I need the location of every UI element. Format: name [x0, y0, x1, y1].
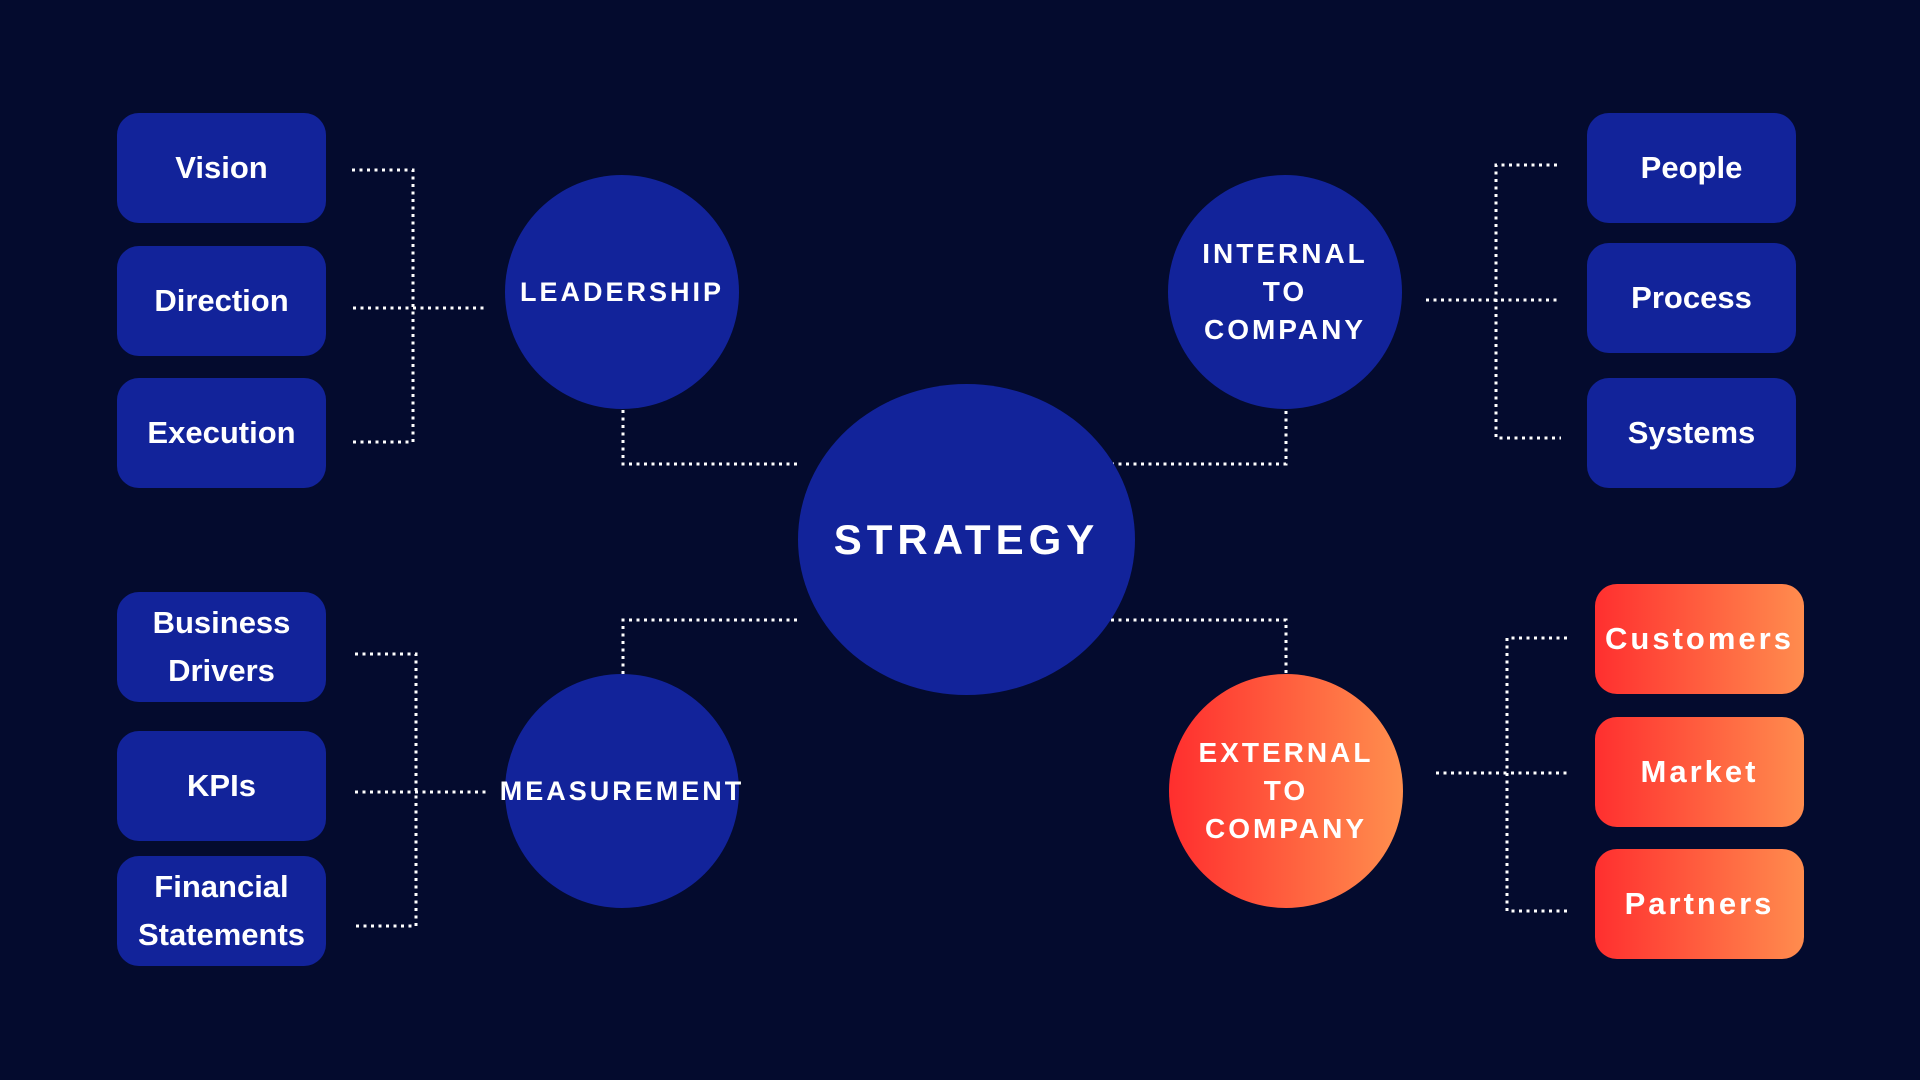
people-box: People: [1587, 113, 1796, 223]
connector-vision: [352, 168, 415, 444]
process-box: Process: [1587, 243, 1796, 353]
external-to-company-node: EXTERNAL TO COMPANY: [1169, 674, 1403, 908]
connector-business-drivers: [355, 652, 418, 928]
connector-strategy-internal: [1111, 372, 1288, 466]
systems-box: Systems: [1587, 378, 1796, 488]
partners-box: Partners: [1595, 849, 1804, 959]
vision-box: Vision: [117, 113, 326, 223]
measurement-node: MEASUREMENT: [500, 674, 741, 908]
connector-strategy-external: [1111, 618, 1288, 705]
direction-box: Direction: [117, 246, 326, 356]
leadership-node: LEADERSHIP: [505, 175, 739, 409]
connector-customers: [1505, 636, 1571, 913]
business-drivers-box: Business Drivers: [117, 592, 326, 702]
market-box: Market: [1595, 717, 1804, 827]
internal-to-company-node: INTERNAL TO COMPANY: [1168, 175, 1402, 409]
financial-statements-box: Financial Statements: [117, 856, 326, 966]
connector-people: [1494, 163, 1561, 440]
kpis-box: KPIs: [117, 731, 326, 841]
customers-box: Customers: [1595, 584, 1804, 694]
execution-box: Execution: [117, 378, 326, 488]
strategy-node: STRATEGY: [798, 384, 1135, 695]
